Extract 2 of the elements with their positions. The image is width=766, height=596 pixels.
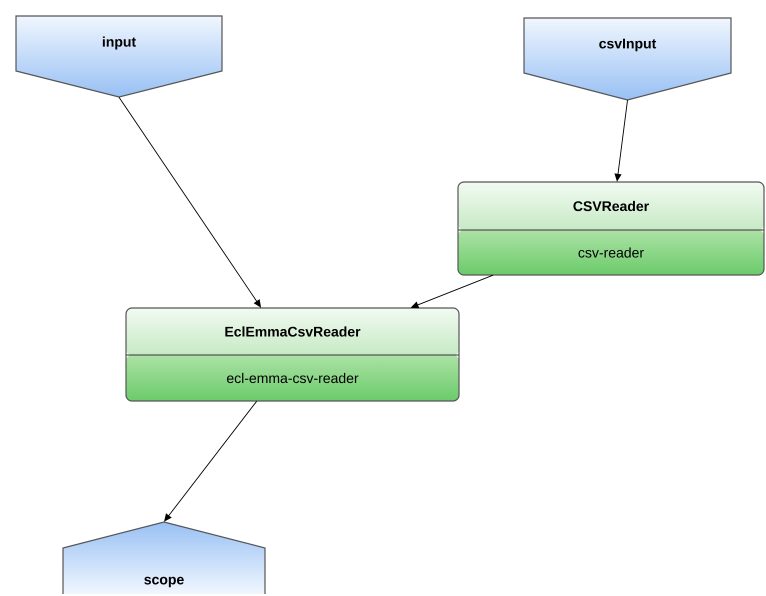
component-box: EclEmmaCsvReader ecl-emma-csv-reader bbox=[125, 307, 460, 402]
component-box: CSVReader csv-reader bbox=[457, 181, 765, 276]
